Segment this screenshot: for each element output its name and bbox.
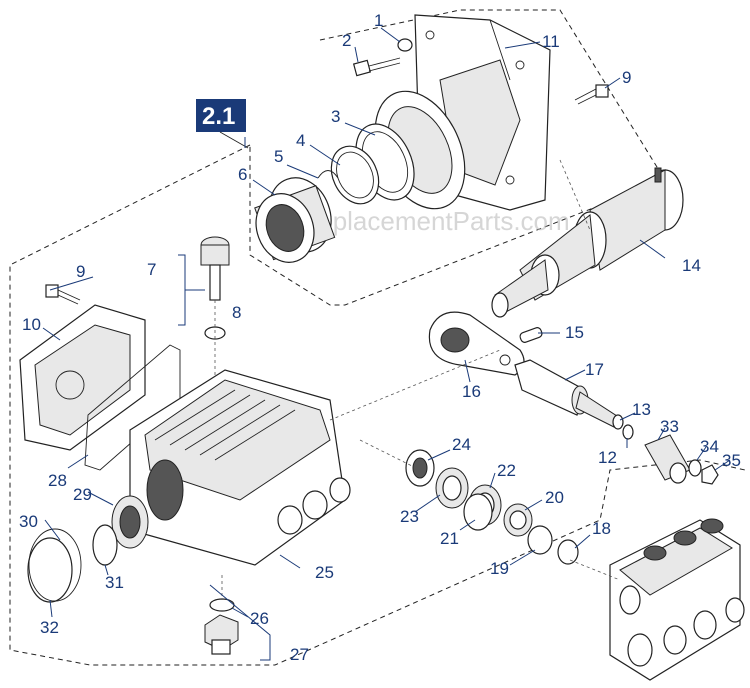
- callout-7: 7: [147, 260, 156, 279]
- callout-21: 21: [440, 529, 459, 548]
- callout-33: 33: [660, 417, 679, 436]
- part-30-oring: [28, 528, 82, 602]
- part-32-side-cover: [27, 537, 73, 603]
- callout-19: 19: [490, 559, 509, 578]
- part-33-plunger-sleeve: [644, 434, 691, 484]
- callout-13: 13: [632, 400, 651, 419]
- callout-9-top: 9: [622, 68, 631, 87]
- part-21-ring: [463, 493, 493, 531]
- callout-27: 27: [290, 645, 309, 664]
- part-12-oring: [622, 424, 634, 440]
- part-1-washer: [397, 38, 413, 52]
- callout-20: 20: [545, 488, 564, 507]
- callout-14: 14: [682, 256, 701, 275]
- part-27-drain-plug: [204, 614, 239, 655]
- callout-18: 18: [592, 519, 611, 538]
- part-19-ring: [527, 525, 553, 555]
- callout-3: 3: [331, 107, 340, 126]
- callout-5: 5: [274, 147, 283, 166]
- part-31-snap-ring: [92, 524, 118, 566]
- callout-15: 15: [565, 323, 584, 342]
- callout-1: 1: [374, 11, 383, 30]
- part-6-needle-bearing: [254, 177, 336, 263]
- callout-25: 25: [315, 563, 334, 582]
- part-9-screw-top: [574, 84, 609, 105]
- part-17-plunger: [514, 359, 621, 429]
- callout-6: 6: [238, 165, 247, 184]
- leader-lines: [42, 27, 731, 661]
- callout-31: 31: [105, 573, 124, 592]
- callout-22: 22: [497, 461, 516, 480]
- part-16-connecting-rod: [428, 311, 525, 376]
- callout-34: 34: [700, 437, 719, 456]
- group-badge: 2.1: [196, 99, 249, 149]
- callout-29: 29: [73, 485, 92, 504]
- callout-24: 24: [452, 435, 471, 454]
- callout-35: 35: [722, 451, 741, 470]
- part-4-ring: [330, 145, 380, 205]
- callout-23: 23: [400, 507, 419, 526]
- part-25-crankcase: [129, 369, 351, 566]
- part-15-pin: [519, 327, 543, 343]
- callout-8: 8: [232, 303, 241, 322]
- callout-26: 26: [250, 609, 269, 628]
- callout-30: 30: [19, 512, 38, 531]
- callout-2: 2: [342, 31, 351, 50]
- callout-4: 4: [296, 131, 305, 150]
- callout-9-left: 9: [76, 262, 85, 281]
- part-13-washer: [612, 414, 624, 430]
- group-boundary: [249, 9, 666, 306]
- pump-manifold-head: [609, 518, 745, 681]
- part-35-nut: [701, 464, 719, 485]
- part-10-rear-cover: [19, 304, 146, 451]
- part-26-oring: [209, 598, 235, 612]
- part-7-oil-filler-plug: [200, 236, 230, 390]
- callout-12: 12: [598, 448, 617, 467]
- callout-28: 28: [48, 471, 67, 490]
- svg-text:2.1: 2.1: [202, 103, 235, 130]
- part-14-crankshaft: [491, 167, 684, 318]
- callout-16: 16: [462, 382, 481, 401]
- callout-labels: 1 2 3 4 5 6 7 8 9 9 10 11 12 13 14 15 16…: [19, 11, 741, 664]
- part-2-screw: [352, 57, 401, 77]
- part-9-screw-left: [45, 284, 81, 305]
- callout-11: 11: [542, 32, 560, 51]
- part-34-washer: [688, 459, 702, 477]
- callout-10: 10: [22, 315, 41, 334]
- part-5-snap-ring: [317, 170, 339, 179]
- callout-17: 17: [585, 360, 604, 379]
- callout-32: 32: [40, 618, 59, 637]
- part-18-oring: [557, 539, 579, 565]
